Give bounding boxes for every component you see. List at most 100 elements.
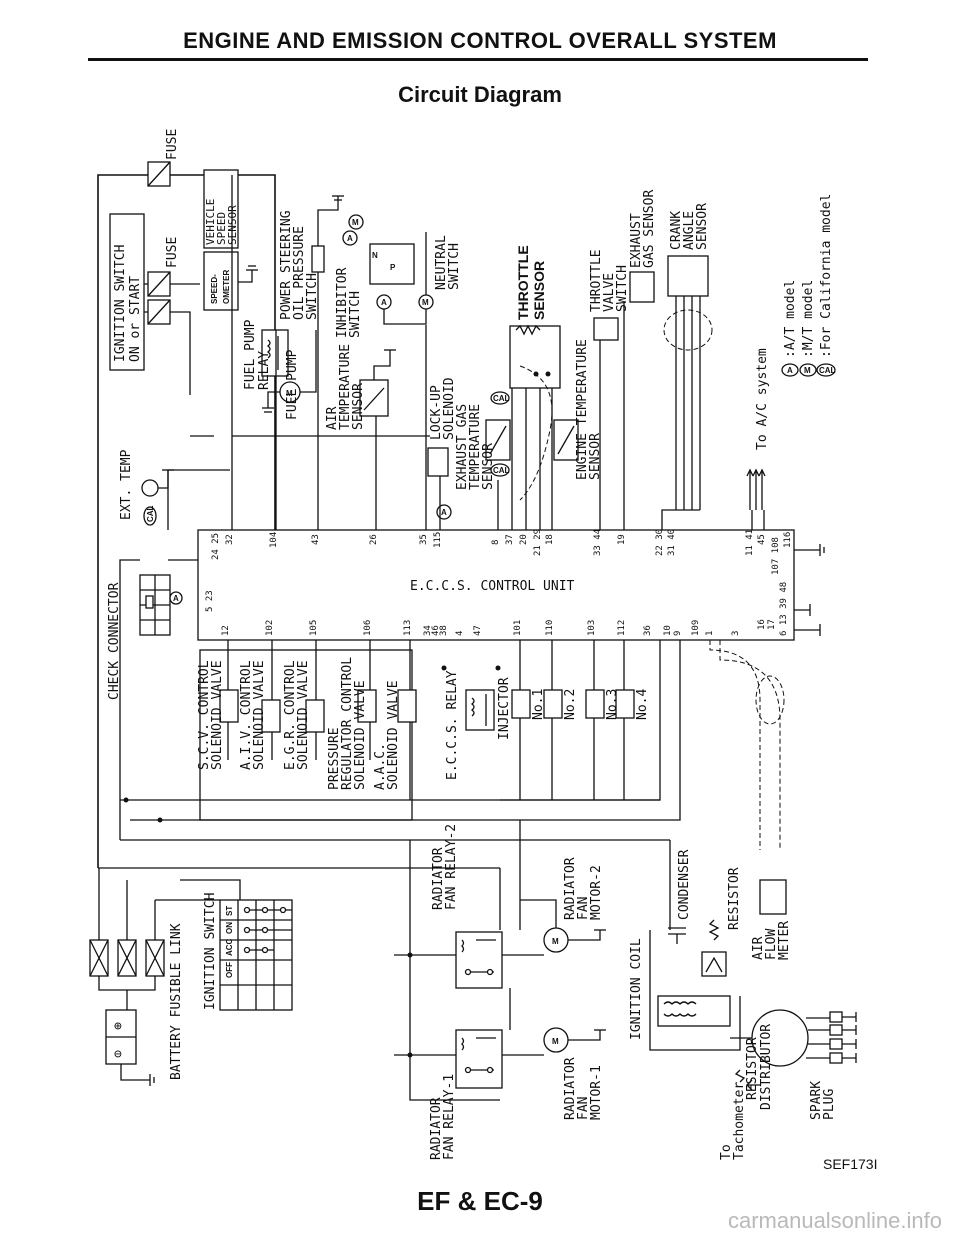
svg-text:M: M — [552, 937, 559, 946]
radiator-fan-relay-1: RADIATOR FAN RELAY-1 — [429, 1029, 503, 1160]
svg-text:4: 4 — [455, 631, 465, 636]
lockup-solenoid: LOCK-UP SOLENOID A — [427, 377, 457, 520]
svg-text:⊖: ⊖ — [114, 1047, 122, 1062]
svg-text:ST: ST — [225, 906, 234, 916]
svg-text:EXHAUST: EXHAUST — [629, 213, 644, 268]
svg-text:101: 101 — [513, 620, 523, 636]
ignition-switch-table: IGNITION SWITCH OFF ACC ON ST — [155, 879, 293, 1011]
svg-text:AIR: AIR — [325, 406, 340, 430]
aiv-solenoid-valve: A.I.V. CONTROL SOLENOID VALVE — [239, 660, 281, 770]
svg-text:N: N — [372, 251, 378, 260]
to-ac-system: To A/C system — [746, 348, 770, 510]
svg-text:SOLENOID: SOLENOID — [442, 377, 457, 440]
svg-text:106: 106 — [363, 620, 373, 636]
svg-text:10: 10 — [663, 625, 673, 636]
svg-text:115: 115 — [433, 532, 443, 548]
svg-text:GAS SENSOR: GAS SENSOR — [642, 190, 657, 268]
engine-temperature-sensor: ENGINE TEMPERATURE SENSOR — [553, 339, 603, 480]
svg-text:26: 26 — [369, 534, 379, 545]
speedometer: SPEED- OMETER — [203, 251, 258, 311]
svg-text:EXT. TEMP: EXT. TEMP — [119, 449, 134, 520]
svg-text::For California model: :For California model — [819, 194, 834, 358]
svg-text:SOLENOID VALVE: SOLENOID VALVE — [252, 660, 267, 770]
condenser: CONDENSER — [668, 849, 692, 944]
svg-text:24 25: 24 25 — [211, 533, 221, 560]
injectors: INJECTOR No.1 No.2 No.3 No.4 — [497, 640, 660, 801]
radiator-fan-motor-2: M RADIATOR FAN MOTOR-2 — [543, 857, 606, 953]
ignition-coil: IGNITION COIL — [629, 840, 741, 1051]
svg-text:12: 12 — [221, 625, 231, 636]
fuse-mid: FUSE — [144, 237, 200, 395]
svg-text:109: 109 — [691, 620, 701, 636]
svg-text:47: 47 — [473, 625, 483, 636]
vehicle-speed-sensor: VEHICLE SPEED SENSOR — [203, 169, 239, 249]
svg-text:RELAY: RELAY — [257, 351, 272, 390]
solenoid-column — [199, 640, 413, 821]
ignition-feed-wiring — [97, 174, 670, 869]
battery-fusible-links: BATTERY FUSIBLE LINK — [89, 868, 184, 1080]
svg-text:22 30: 22 30 — [655, 529, 665, 556]
svg-text:LOCK-UP: LOCK-UP — [429, 385, 444, 440]
svg-text:9: 9 — [673, 631, 683, 636]
svg-text:E.G.R. CONTROL: E.G.R. CONTROL — [283, 660, 298, 770]
egr-solenoid-valve: E.G.R. CONTROL SOLENOID VALVE — [283, 660, 325, 770]
svg-text:ENGINE TEMPERATURE: ENGINE TEMPERATURE — [575, 339, 590, 480]
svg-text:ACC: ACC — [225, 938, 234, 956]
svg-text:EXHAUST GAS: EXHAUST GAS — [455, 404, 470, 490]
svg-text:A: A — [441, 508, 447, 517]
svg-text:32: 32 — [225, 534, 235, 545]
svg-text:FLOW: FLOW — [764, 929, 779, 960]
spark-plugs: SPARK PLUG — [806, 1011, 856, 1120]
svg-text:103: 103 — [587, 620, 597, 636]
svg-text:18: 18 — [545, 534, 555, 545]
svg-text:E.C.C.S. RELAY: E.C.C.S. RELAY — [445, 670, 460, 780]
svg-text:CAL: CAL — [493, 394, 510, 403]
inhibitor-switch: N P INHIBITOR SWITCH A M A M — [335, 214, 434, 338]
svg-text:110: 110 — [545, 620, 555, 636]
check-connector: CHECK CONNECTOR A — [107, 574, 183, 700]
svg-text:34: 34 — [423, 625, 433, 636]
svg-text:107 108: 107 108 — [771, 537, 781, 575]
svg-text:SENSOR: SENSOR — [588, 433, 603, 480]
svg-text:5 23: 5 23 — [205, 590, 215, 612]
svg-text:116: 116 — [783, 532, 793, 548]
svg-text:1: 1 — [705, 631, 715, 636]
svg-text:CRANK: CRANK — [669, 211, 684, 250]
power-steering-switch: POWER STEERING OIL PRESSURE SWITCH — [279, 195, 344, 320]
svg-text:No.2: No.2 — [563, 689, 578, 720]
svg-text:SWITCH: SWITCH — [348, 291, 363, 338]
svg-text:SWITCH: SWITCH — [447, 243, 462, 290]
svg-text:M: M — [804, 366, 811, 375]
svg-text:SPEED-: SPEED- — [210, 274, 219, 304]
eccs-bottom-pins: 5 23 12 102 105 106 113 34 46 38 4 47 10… — [205, 582, 789, 636]
svg-text:OMETER: OMETER — [222, 270, 231, 304]
svg-text:M: M — [352, 218, 359, 227]
svg-text:6 13 39 48: 6 13 39 48 — [779, 582, 789, 636]
svg-text:POWER STEERING: POWER STEERING — [279, 210, 294, 320]
svg-text:No.1: No.1 — [531, 689, 546, 720]
svg-text:43: 43 — [311, 534, 321, 545]
svg-text:SPEED: SPEED — [215, 212, 228, 245]
exhaust-gas-temperature-sensor: EXHAUST GAS TEMPERATURE SENSOR CAL CAL — [455, 391, 511, 490]
svg-text:SOLENOID VALVE: SOLENOID VALVE — [210, 660, 225, 770]
svg-text:SWITCH: SWITCH — [615, 265, 630, 312]
exhaust-gas-sensor: EXHAUST GAS SENSOR — [629, 190, 657, 303]
svg-text:THROTTLE: THROTTLE — [589, 249, 604, 312]
svg-text:METER: METER — [777, 921, 792, 960]
crank-angle-sensor: CRANK ANGLE SENSOR — [663, 203, 713, 510]
svg-text:FAN RELAY-2: FAN RELAY-2 — [444, 824, 459, 910]
svg-text:RADIATOR: RADIATOR — [431, 847, 446, 910]
radiator-fan-relay-2: RADIATOR FAN RELAY-2 — [431, 824, 503, 989]
svg-text:FAN: FAN — [576, 897, 591, 920]
svg-text:REGULATOR CONTROL: REGULATOR CONTROL — [340, 657, 355, 790]
svg-text:17: 17 — [767, 619, 777, 630]
distributor: DISTRIBUTOR RESISTOR — [730, 1009, 809, 1110]
svg-text:FAN RELAY-1: FAN RELAY-1 — [442, 1074, 457, 1160]
svg-text:A: A — [347, 234, 353, 243]
svg-text:A.A.C.: A.A.C. — [373, 743, 388, 790]
svg-text:VEHICLE: VEHICLE — [204, 199, 217, 245]
svg-text:102: 102 — [265, 620, 275, 636]
throttle-valve-switch: THROTTLE VALVE SWITCH — [589, 249, 630, 341]
svg-text:M: M — [422, 298, 429, 307]
svg-text:To A/C system: To A/C system — [755, 348, 770, 450]
